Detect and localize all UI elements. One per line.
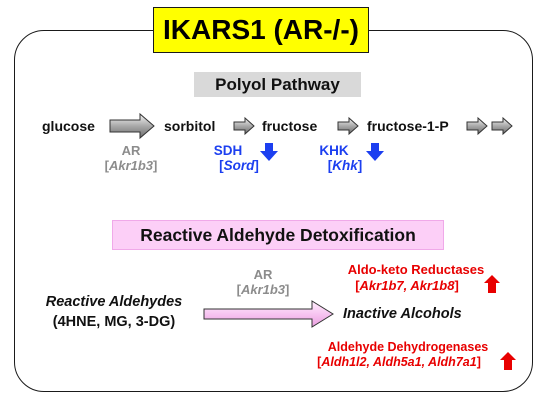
enzyme-gene: [Sord] — [219, 158, 259, 173]
sdh-down-arrow-icon — [260, 143, 278, 161]
enzyme-name: AR — [121, 143, 141, 158]
substrate-examples: (4HNE, MG, 3-DG) — [52, 314, 176, 330]
enzyme-gene: [Akr1b3] — [104, 158, 158, 173]
aldh-label: Aldehyde Dehydrogenases — [327, 340, 489, 354]
arrow-downstream-2 — [491, 116, 513, 136]
enzyme-sdh: SDH [Sord] — [206, 143, 272, 173]
enzyme-name: SDH — [213, 143, 243, 158]
polyol-pathway-header: Polyol Pathway — [194, 72, 361, 97]
akr-genes: [Akr1b7, Akr1b8] — [355, 278, 459, 293]
metabolite-glucose: glucose — [42, 118, 95, 134]
arrow-glucose-sorbitol — [109, 112, 155, 140]
arrow-downstream-1 — [466, 116, 488, 136]
substrate-label: Reactive Aldehydes — [45, 294, 183, 310]
arrow-aldehydes-alcohols — [203, 300, 334, 328]
reactive-aldehydes-substrate: Reactive Aldehydes (4HNE, MG, 3-DG) — [28, 294, 200, 330]
akr-label: Aldo-keto Reductases — [347, 262, 485, 277]
reactive-aldehyde-detox-header: Reactive Aldehyde Detoxification — [112, 220, 444, 250]
metabolite-sorbitol: sorbitol — [164, 118, 216, 134]
arrow-fructose-fructose1p — [337, 116, 359, 136]
aldh-genes: [Aldh1l2, Aldh5a1, Aldh7a1] — [317, 355, 481, 369]
enzyme-khk: KHK [Khk] — [312, 143, 378, 173]
aldh-up-arrow-icon — [500, 352, 516, 370]
aldehyde-dehydrogenases: Aldehyde Dehydrogenases [Aldh1l2, Aldh5a… — [290, 340, 526, 369]
khk-down-arrow-icon — [366, 143, 384, 161]
enzyme-ar-detox: AR [Akr1b3] — [228, 267, 298, 297]
enzyme-name: AR — [253, 267, 273, 282]
enzyme-name: KHK — [319, 143, 349, 158]
enzyme-gene: [Akr1b3] — [236, 282, 290, 297]
enzyme-gene: [Khk] — [327, 158, 363, 173]
akr-up-arrow-icon — [484, 275, 500, 293]
arrow-sorbitol-fructose — [233, 116, 255, 136]
metabolite-fructose: fructose — [262, 118, 318, 134]
metabolite-fructose-1-p: fructose-1-P — [367, 118, 449, 134]
enzyme-ar-polyol: AR [Akr1b3] — [98, 143, 164, 173]
inactive-alcohols-product: Inactive Alcohols — [343, 306, 462, 322]
aldo-keto-reductases: Aldo-keto Reductases [Akr1b7, Akr1b8] — [326, 262, 506, 293]
diagram-title: IKARS1 (AR-/-) — [153, 7, 369, 53]
